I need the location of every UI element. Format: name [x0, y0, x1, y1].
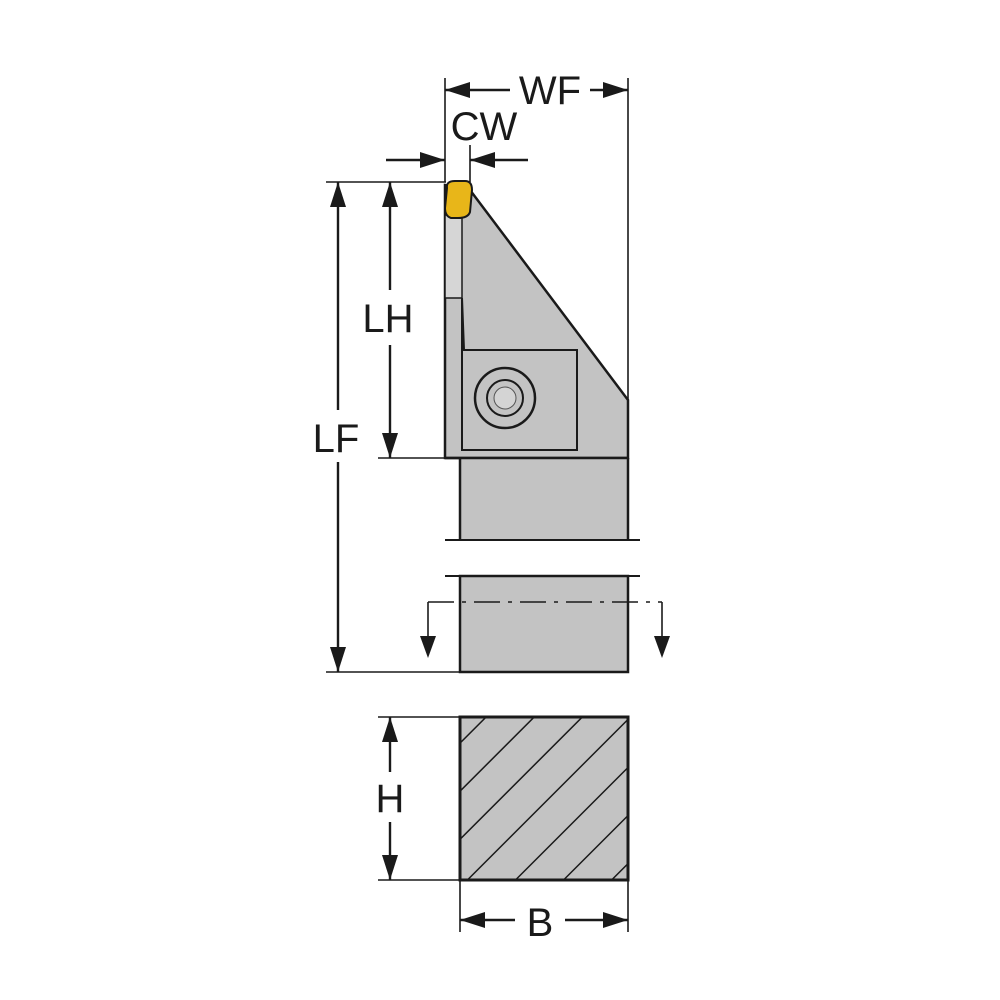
section-arrow-left	[420, 636, 436, 658]
clamp-screw-socket	[493, 386, 517, 410]
b-label: B	[527, 901, 554, 945]
section-arrow-right	[654, 636, 670, 658]
section-indicator	[420, 601, 670, 658]
lh-label: LH	[362, 297, 413, 341]
wf-label: WF	[519, 69, 581, 113]
head-body	[443, 183, 630, 460]
dimension-wf: WF	[445, 69, 628, 113]
shank-cross-section	[458, 715, 630, 882]
shank-lower	[458, 574, 630, 674]
dimension-lh: LH	[362, 182, 414, 458]
dimension-b: B	[460, 901, 628, 945]
lf-label: LF	[313, 417, 360, 461]
dimension-cw: CW	[386, 105, 528, 168]
shank-upper	[445, 456, 640, 541]
cw-label: CW	[451, 105, 518, 149]
clamp-slot	[444, 214, 463, 299]
dimension-lf: LF	[313, 182, 360, 672]
h-label: H	[376, 777, 405, 821]
tool-head	[443, 180, 630, 460]
cutting-insert	[443, 180, 474, 219]
dimension-h: H	[376, 717, 405, 880]
